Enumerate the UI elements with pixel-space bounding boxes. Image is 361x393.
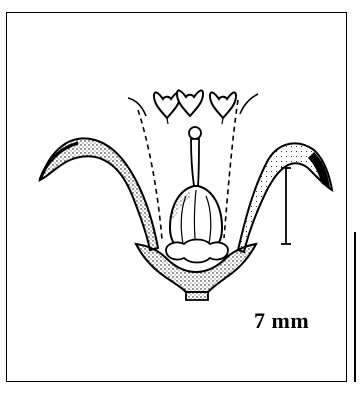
scale-bar [281,168,291,244]
pistil [170,127,222,250]
scale-bar-label: 7 mm [254,308,309,334]
left-petal [40,138,158,250]
nectar-disc [166,240,228,263]
right-petal [238,143,332,252]
heart-stamens [154,90,236,124]
